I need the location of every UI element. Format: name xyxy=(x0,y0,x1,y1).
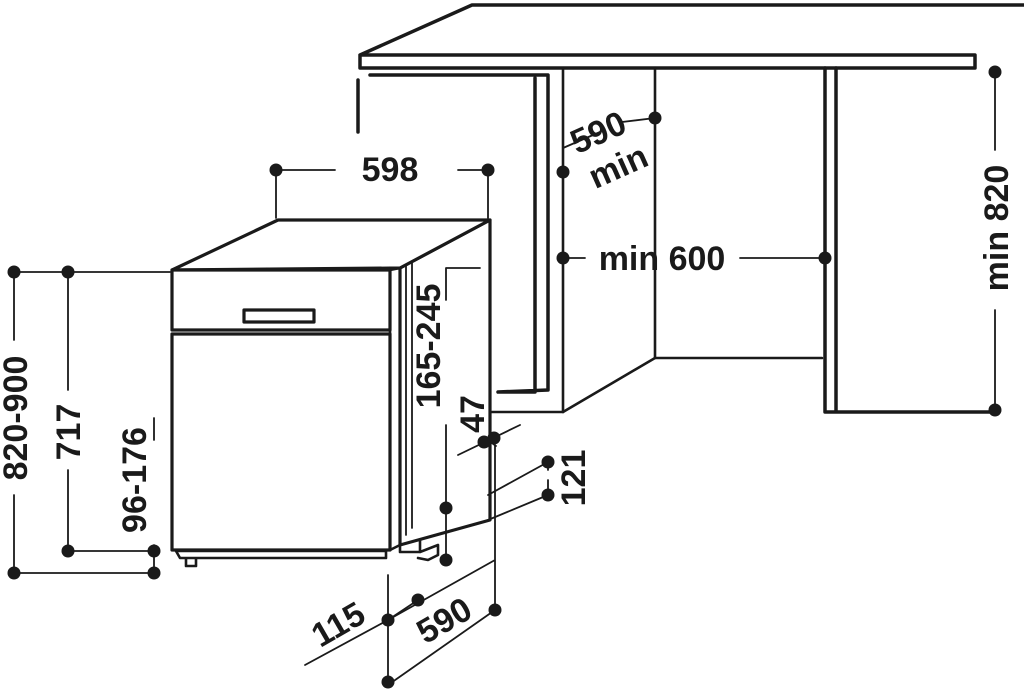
label-width-top: 598 xyxy=(362,151,419,189)
back-wall-left xyxy=(653,66,824,360)
label-base-front: 115 xyxy=(305,595,372,655)
right-cabinet-panel xyxy=(823,66,997,414)
side-panel-detail xyxy=(405,261,413,536)
niche-floor xyxy=(561,356,657,414)
rear-feet xyxy=(398,538,440,562)
label-foot-offset: 121 xyxy=(555,450,593,507)
countertop xyxy=(358,3,1024,70)
left-cabinet-front xyxy=(490,66,565,414)
dimension-labels: 598 590 min min 600 min 820 820-900 717 … xyxy=(0,104,1016,655)
left-cabinet-panel xyxy=(356,73,550,394)
label-niche-width: min 600 xyxy=(599,240,726,278)
plinth xyxy=(174,549,388,568)
dimension-lines xyxy=(13,71,996,686)
label-upper-gap: 165-245 xyxy=(410,284,448,409)
label-total-height: 820-900 xyxy=(0,356,35,481)
dishwasher-door xyxy=(170,332,392,552)
dishwasher-body xyxy=(170,218,492,568)
door-edge xyxy=(388,266,402,552)
label-body-height: 717 xyxy=(50,404,88,461)
door-handle xyxy=(242,308,316,324)
label-plinth-height: 96-176 xyxy=(116,427,154,533)
label-door-depth: 47 xyxy=(454,395,492,433)
dimension-dots xyxy=(7,65,1002,689)
label-niche-height: min 820 xyxy=(978,165,1016,292)
